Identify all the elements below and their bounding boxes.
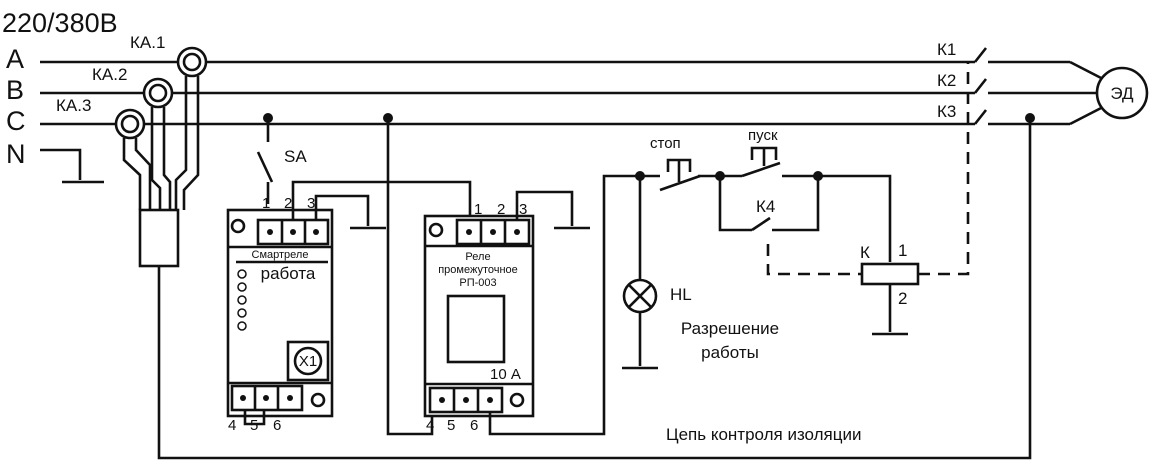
hold-contact-wire-right [772,176,820,232]
relay-terminal-2: 2 [497,201,505,218]
relay-output-wire [488,174,640,436]
intermediate-relay [423,214,535,418]
smart-relay-name: Смартреле [252,249,309,261]
junction-dot [1025,113,1035,123]
smart-relay-terminal-6: 6 [273,417,281,434]
coil-pin2-label: 2 [898,289,907,308]
relay-terminal-4: 4 [426,417,434,434]
smart-relay-terminal-3: 3 [307,195,315,212]
sa-switch-blade [256,151,274,183]
neutral-wire [40,148,82,180]
relay-rating: 10 А [490,366,521,383]
hold-contact-k4-label: К4 [756,197,775,216]
start-button-symbol [720,146,818,178]
contact-k3-label: К3 [937,102,956,121]
current-sensor-block [138,208,180,268]
relay-coil-link-wire [291,180,472,220]
smart-relay [226,208,334,418]
mechanical-link-k4 [766,244,862,276]
insulation-circuit-caption: Цепь контроля изоляции [666,425,862,444]
relay-terminal-1: 1 [474,201,482,218]
relay-terminal-5: 5 [447,417,455,434]
coil-k-symbol [860,262,920,286]
lamp-cross [628,284,652,308]
coil-feed-wire [818,174,892,262]
contact-k2-label: К2 [937,71,956,90]
relay-supply-wire [386,118,434,436]
smart-relay-terminal-5: 5 [250,417,258,434]
phase-a-label: A [6,44,24,74]
neutral-label: N [6,139,26,169]
motor-lead-a [1069,60,1106,82]
lamp-hl-label: HL [670,285,692,304]
ct-ka3-label: КА.3 [56,96,91,115]
coil-pin1-label: 1 [898,241,907,260]
relay-terminal-3: 3 [519,201,527,218]
relay-ground-wire [515,190,574,226]
hold-contact-wire-left [718,176,752,232]
smart-relay-ground-wire [314,194,370,226]
terminal-4-5-link [243,410,266,426]
smart-relay-status: работа [261,264,316,283]
motor-lead-c [1069,104,1106,126]
hold-contact-k4-symbol [751,216,771,232]
switch-sa-label: SA [284,147,307,166]
relay-model: РП-003 [459,277,496,289]
smart-relay-terminal-2: 2 [284,195,292,212]
mechanical-link-contactor [918,62,970,276]
relay-name-line2: промежуточное [438,264,518,276]
phase-c-label: C [6,106,26,136]
contactor-contacts [973,47,1070,126]
motor-symbol [1095,66,1149,120]
ct-leads [122,76,200,210]
contact-k1-label: К1 [937,40,956,59]
relay-terminal-6: 6 [470,417,478,434]
smart-relay-terminal-4: 4 [228,417,236,434]
supply-voltage-label: 220/380В [2,8,118,38]
insulation-control-wire [157,118,1032,460]
coil-k-label: К [860,243,870,262]
lamp-caption-line1: Разрешение [681,319,779,338]
ct-ka1-label: КА.1 [130,33,165,52]
ct-ka2-label: КА.2 [92,65,127,84]
phase-b-label: B [6,75,24,105]
smart-relay-terminal-1: 1 [262,195,270,212]
lamp-caption-line2: работы [701,343,759,362]
stop-button-symbol [640,158,720,192]
relay-name-line1: Реле [465,251,490,263]
stop-button-label: стоп [650,135,681,152]
start-button-label: пуск [748,127,778,144]
current-transformers [114,46,208,140]
smart-relay-connector-label: X1 [299,353,317,370]
motor-label: ЭД [1110,84,1134,103]
